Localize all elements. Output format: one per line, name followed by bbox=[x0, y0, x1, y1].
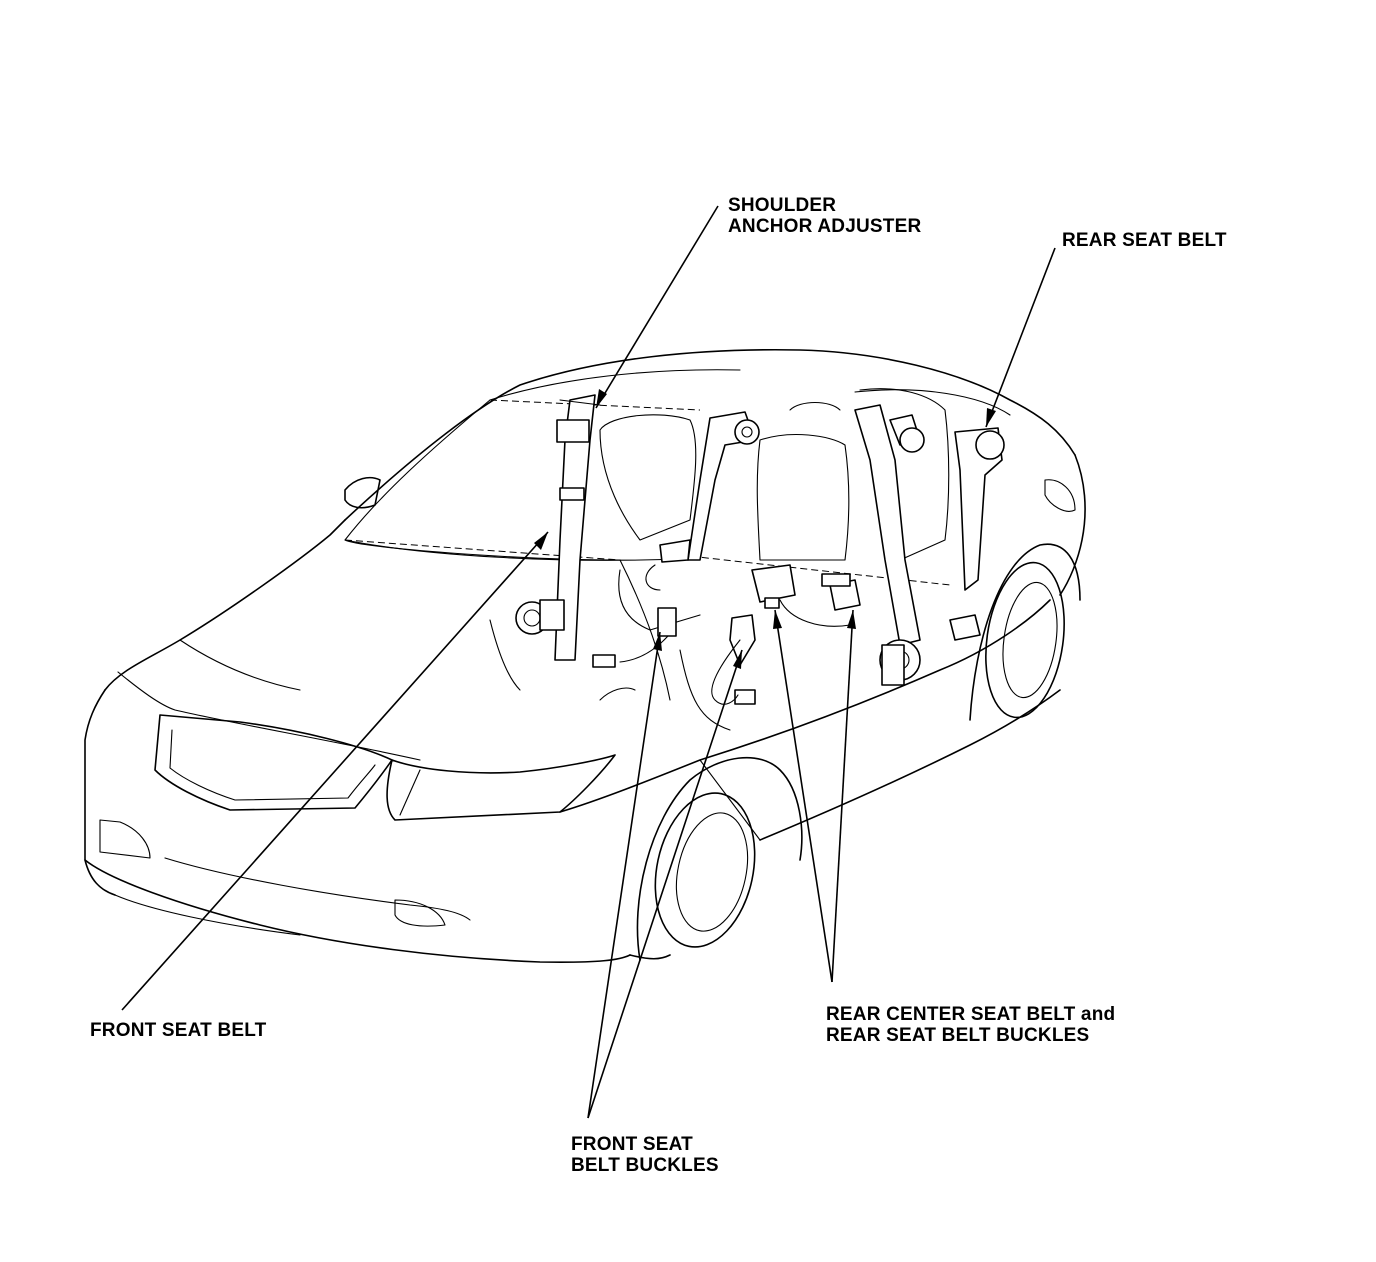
leader-shoulder-anchor-adjuster bbox=[595, 205, 719, 409]
leader-lines bbox=[121, 205, 1056, 1119]
label-rear-center-seat-belt-line2: REAR SEAT BELT BUCKLES bbox=[826, 1025, 1090, 1046]
label-rear-seat-belt-line1: REAR SEAT BELT bbox=[1062, 230, 1227, 251]
label-front-seat-belt-buckles-line2: BELT BUCKLES bbox=[571, 1155, 719, 1176]
buckles bbox=[592, 564, 861, 705]
label-front-seat-belt: FRONT SEAT BELT bbox=[90, 1020, 266, 1041]
front-seat-belt-upper bbox=[645, 411, 760, 591]
leader-front-seat-belt-buckle-right bbox=[587, 649, 743, 1119]
leader-front-seat-belt bbox=[121, 531, 549, 1011]
label-shoulder-anchor-adjuster: SHOULDER ANCHOR ADJUSTER bbox=[728, 195, 921, 237]
label-rear-center-seat-belt: REAR CENTER SEAT BELT and REAR SEAT BELT… bbox=[826, 1004, 1115, 1046]
label-shoulder-anchor-adjuster-line1: SHOULDER bbox=[728, 195, 837, 216]
label-front-seat-belt-buckles: FRONT SEAT BELT BUCKLES bbox=[571, 1134, 719, 1176]
leader-rear-seat-belt-buckles bbox=[831, 609, 854, 983]
leader-rear-seat-belt bbox=[985, 247, 1056, 428]
label-rear-center-seat-belt-line1: REAR CENTER SEAT BELT and bbox=[826, 1004, 1116, 1025]
seats bbox=[599, 388, 950, 731]
label-front-seat-belt-line1: FRONT SEAT BELT bbox=[90, 1020, 267, 1041]
rear-seat-belt-assembly bbox=[854, 404, 1005, 686]
label-front-seat-belt-buckles-line1: FRONT SEAT bbox=[571, 1134, 693, 1155]
leader-rear-center-seat-belt bbox=[774, 609, 833, 983]
label-rear-seat-belt: REAR SEAT BELT bbox=[1062, 230, 1227, 251]
label-shoulder-anchor-adjuster-line2: ANCHOR ADJUSTER bbox=[728, 216, 922, 237]
car-body bbox=[84, 348, 1086, 963]
front-seat-belt-assembly bbox=[515, 394, 601, 661]
leader-front-seat-belt-buckle-left bbox=[587, 631, 661, 1119]
